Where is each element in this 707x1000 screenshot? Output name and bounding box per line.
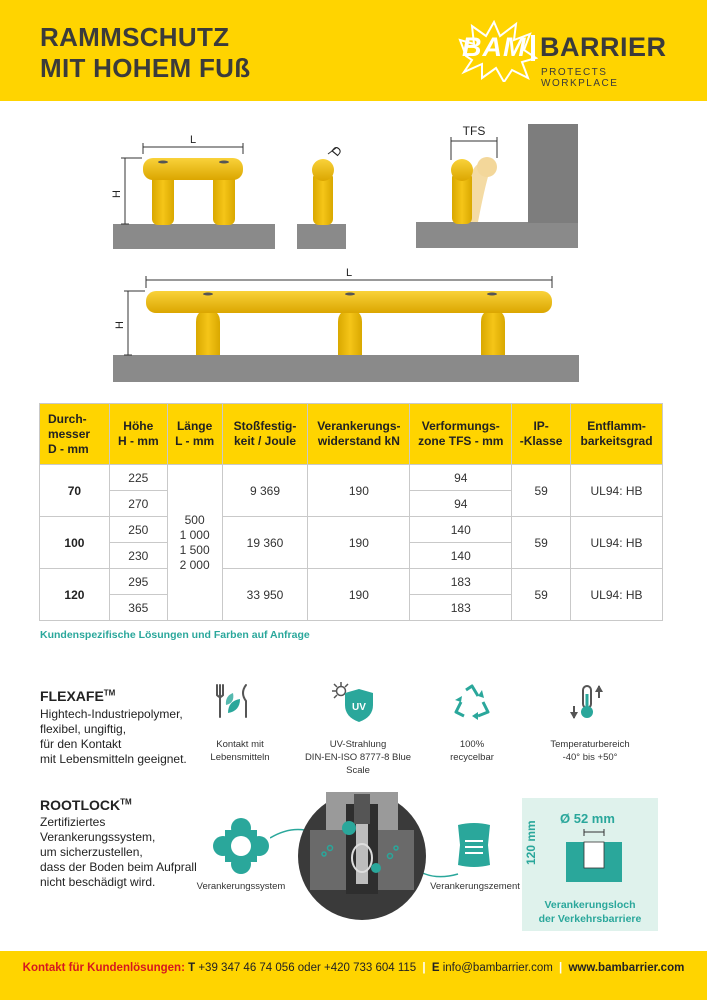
food-contact-icon: [216, 684, 247, 718]
cell-height: 270: [108, 490, 168, 517]
uv-badge-text: UV: [352, 702, 366, 713]
dim-label-L-bottom: L: [346, 267, 352, 279]
anchor-depth-label: 120 mm: [524, 820, 538, 865]
cell-ip: 59: [511, 464, 572, 517]
col-header-flame: Entflamm-barkeitsgrad: [570, 403, 663, 465]
col-header-ip: IP--Klasse: [511, 403, 572, 465]
cell-ip: 59: [511, 568, 572, 621]
page-title: RAMMSCHUTZ MIT HOHEM FUß: [40, 22, 250, 84]
cement-bag-icon: [458, 823, 490, 867]
col-header-impact: Stoßfestig-keit / Joule: [221, 403, 309, 465]
dim-label-TFS: TFS: [463, 124, 486, 138]
cell-anchor: 190: [307, 516, 411, 569]
cell-tfs: 183: [409, 568, 513, 595]
cell-impact: 33 950: [221, 568, 309, 621]
anchor-cross-section: [270, 792, 459, 920]
anchor-system-icon: [213, 818, 269, 874]
cell-tfs: 140: [409, 516, 513, 543]
logo-burst-icon: [458, 20, 538, 82]
thermometer-caption: Temperaturbereich-40° bis +50°: [550, 739, 630, 763]
anchor-hole-diagram: [566, 829, 622, 882]
recycle-caption: 100%recycelbar: [450, 739, 494, 763]
custom-solutions-note: Kundenspezifische Lösungen und Farben au…: [40, 629, 310, 641]
email-label: E: [431, 962, 440, 974]
footer-contact: Kontakt für Kundenlösungen: T +39 347 46…: [0, 962, 707, 974]
col-header-anchor: Verankerungs-widerstand kN: [307, 403, 411, 465]
cell-height: 225: [108, 464, 168, 491]
cell-height: 295: [108, 568, 168, 595]
anchor-diameter-label: Ø 52 mm: [560, 811, 615, 826]
cell-tfs: 183: [409, 594, 513, 621]
cell-diameter: 70: [39, 464, 110, 517]
dim-label-L-top: L: [190, 134, 196, 146]
phone-numbers[interactable]: +39 347 46 74 056 oder +420 733 604 115: [198, 962, 417, 974]
drawing-front-long: L H: [113, 267, 579, 382]
cell-height: 365: [108, 594, 168, 621]
dim-label-H-bottom: H: [114, 321, 126, 329]
footer-bar: Kontakt für Kundenlösungen: T +39 347 46…: [0, 951, 707, 1000]
logo-tagline: PROTECTS WORKPLACE: [541, 67, 619, 89]
logo-separator: [531, 35, 535, 61]
cell-anchor: 190: [307, 464, 411, 517]
dim-label-H-top: H: [111, 190, 123, 198]
flexafe-title: FLEXAFETM: [40, 688, 116, 704]
cell-flame: UL94: HB: [570, 464, 663, 517]
title-line-1: RAMMSCHUTZ: [40, 22, 230, 52]
uv-shield-icon: UV: [332, 682, 373, 722]
cell-ip: 59: [511, 516, 572, 569]
cell-diameter: 120: [39, 568, 110, 621]
footer-separator: |: [422, 962, 426, 974]
phone-label: T: [188, 962, 196, 974]
cell-impact: 19 360: [221, 516, 309, 569]
rootlock-title: ROOTLOCKTM: [40, 797, 132, 813]
table-row: 365 183: [40, 594, 663, 621]
col-header-tfs: Verformungs-zone TFS - mm: [409, 403, 513, 465]
table-row: 100 250 19 360 190 140 59 UL94: HB: [39, 516, 663, 569]
cell-anchor: 190: [307, 568, 411, 621]
footer-separator: |: [559, 962, 563, 974]
cell-tfs: 140: [409, 542, 513, 569]
drawing-deformation-zone: TFS: [416, 124, 578, 248]
dim-label-D: D: [329, 143, 346, 159]
logo-text-barrier: BARRIER: [540, 32, 667, 62]
drawing-side-diameter: D: [297, 143, 346, 249]
cell-height: 250: [108, 516, 168, 543]
cell-tfs: 94: [409, 464, 513, 491]
cell-height: 230: [108, 542, 168, 569]
technical-drawings: L H D TFS L: [111, 124, 579, 382]
table-row: 120 295 33 950 190 183 59 UL94: HB: [39, 568, 663, 621]
drawing-front-short: L H: [111, 134, 275, 249]
cell-flame: UL94: HB: [570, 516, 663, 569]
contact-label: Kontakt für Kundenlösungen:: [22, 962, 185, 974]
email-link[interactable]: info@bambarrier.com: [442, 962, 553, 974]
brand-logo: BAM BARRIER PROTECTS WORKPLACE: [458, 20, 678, 89]
cell-flame: UL94: HB: [570, 568, 663, 621]
header-bar: RAMMSCHUTZ MIT HOHEM FUß BAM BARRIER PRO…: [0, 0, 707, 101]
flexafe-description: Hightech-Industriepolymer,flexibel, ungi…: [40, 707, 187, 766]
anchor-cement-caption: Verankerungszement: [430, 881, 520, 892]
title-line-2: MIT HOHEM FUß: [40, 53, 251, 83]
logo-text-bam: BAM: [462, 32, 527, 62]
anchor-system-caption: Verankerungssystem: [196, 881, 286, 892]
website-link[interactable]: www.bambarrier.com: [568, 962, 685, 974]
cell-diameter: 100: [39, 516, 110, 569]
cell-tfs: 94: [409, 490, 513, 517]
recycle-icon: [454, 684, 490, 720]
cell-impact: 9 369: [221, 464, 309, 517]
thermometer-icon: [570, 685, 603, 719]
